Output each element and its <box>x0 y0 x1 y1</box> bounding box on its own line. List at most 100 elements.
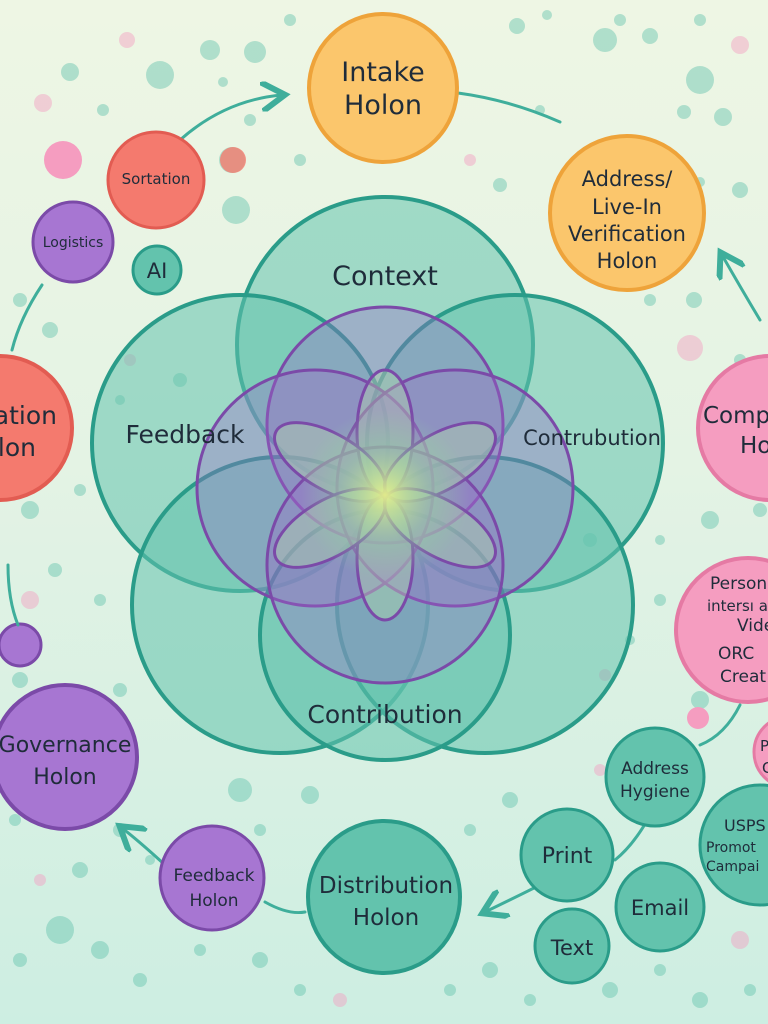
background-dot <box>13 293 27 307</box>
feedback-holon-line-2: Holon <box>189 891 238 911</box>
background-dot <box>119 32 135 48</box>
personal-line-3: Vide <box>737 616 768 636</box>
background-dot <box>502 792 518 808</box>
right-cut-line-1: Comp <box>703 403 768 429</box>
personal-line-1: Person <box>710 574 767 594</box>
sortation-node[interactable]: Sortation <box>106 130 206 230</box>
background-dot <box>244 41 266 63</box>
background-dot <box>333 993 347 1007</box>
core-flower: Context Feedback Contrubution Contributi… <box>90 195 665 762</box>
sortation-label: Sortation <box>122 170 191 188</box>
distribution-line-1: Distribution <box>319 873 453 899</box>
background-dot <box>72 862 88 878</box>
distribution-line-2: Holon <box>353 905 419 931</box>
usps-line-2: Promot <box>706 840 756 856</box>
background-dot <box>593 28 617 52</box>
logistics-node[interactable]: Logistics <box>31 200 115 284</box>
core-label-contribution: Contribution <box>307 700 462 729</box>
background-dot <box>691 691 709 709</box>
address-hygiene-node[interactable]: Address Hygiene <box>604 726 706 828</box>
address-verification-holon-node[interactable]: Address/ Live-In Verification Holon <box>548 134 706 292</box>
background-dot <box>113 683 127 697</box>
background-dot <box>731 931 749 949</box>
background-dot <box>744 984 756 996</box>
background-dot <box>61 63 79 81</box>
distribution-holon-node[interactable]: Distribution Holon <box>306 819 462 975</box>
background-dot <box>228 778 252 802</box>
background-dots <box>0 10 767 1008</box>
arrow-intake-to-address <box>456 91 562 124</box>
background-dot <box>74 484 86 496</box>
background-dot <box>91 941 109 959</box>
arrow-compliance-to-address <box>722 255 762 322</box>
background-dot <box>94 594 106 606</box>
left-cut-line-2: lon <box>0 433 36 462</box>
usps-line-1: USPS <box>724 816 766 835</box>
background-dot <box>686 292 702 308</box>
email-node[interactable]: Email <box>614 861 706 953</box>
background-dot <box>509 18 525 34</box>
center-glow <box>300 410 470 580</box>
governance-holon-node[interactable]: Governance Holon <box>0 683 139 831</box>
pink-cut-line-2: C <box>762 759 768 777</box>
arrow-sortation-to-intake <box>178 95 282 142</box>
background-dot <box>692 992 708 1008</box>
background-dot <box>301 786 319 804</box>
background-dot <box>654 964 666 976</box>
intake-holon-node[interactable]: Intake Holon <box>307 12 459 164</box>
background-dot <box>714 108 732 126</box>
background-dot <box>254 824 266 836</box>
ai-label: AI <box>147 259 168 283</box>
background-dot <box>146 61 174 89</box>
address-verification-line-2: Live-In <box>592 195 662 219</box>
background-dot <box>482 962 498 978</box>
background-dot <box>21 501 39 519</box>
pink-accent-dot <box>687 707 709 729</box>
background-dot <box>284 14 296 26</box>
background-dot <box>97 104 109 116</box>
right-cut-holon-node[interactable]: Comp Ho <box>696 354 768 502</box>
arrow-left-to-governance <box>6 563 20 627</box>
arrow-logistics-to-left <box>10 283 44 352</box>
governance-line-1: Governance <box>0 733 131 758</box>
background-dot <box>731 36 749 54</box>
background-dot <box>732 182 748 198</box>
background-dot <box>294 154 306 166</box>
background-dot <box>614 14 626 26</box>
background-dot <box>46 916 74 944</box>
background-dot <box>464 824 476 836</box>
left-cut-holon-node[interactable]: ation lon <box>0 354 74 502</box>
pink-accent-dot <box>44 141 82 179</box>
background-dot <box>753 503 767 517</box>
background-dot <box>542 10 552 20</box>
background-dot <box>524 994 536 1006</box>
background-dot <box>677 105 691 119</box>
print-node[interactable]: Print <box>519 807 615 903</box>
background-dot <box>655 535 665 545</box>
governance-line-2: Holon <box>33 765 97 790</box>
text-label: Text <box>550 936 593 960</box>
arrow-distribution-to-feedback <box>263 900 307 914</box>
personal-video-node[interactable]: Person intersı a Vide ORC Creat <box>674 556 768 704</box>
address-verification-line-1: Address/ <box>582 167 674 191</box>
background-dot <box>686 66 714 94</box>
purple-accent-dot <box>0 622 43 668</box>
pink-cut-node[interactable]: P C <box>752 716 768 788</box>
left-cut-line-1: ation <box>0 401 57 430</box>
address-verification-line-3: Verification <box>568 222 686 246</box>
text-node[interactable]: Text <box>533 907 611 985</box>
pink-accent-dot <box>220 147 246 173</box>
background-dot <box>12 672 28 688</box>
background-dot <box>244 114 256 126</box>
address-verification-line-4: Holon <box>597 249 658 273</box>
usps-promotion-node[interactable]: USPS Promot Campai <box>698 783 768 907</box>
personal-line-2: intersı a <box>707 597 768 615</box>
background-dot <box>133 973 147 987</box>
ai-node[interactable]: AI <box>131 244 183 296</box>
background-dot <box>42 322 58 338</box>
background-dot <box>444 984 456 996</box>
background-dot <box>222 196 250 224</box>
usps-line-3: Campai <box>706 859 759 875</box>
feedback-holon-node[interactable]: Feedback Holon <box>158 824 266 932</box>
